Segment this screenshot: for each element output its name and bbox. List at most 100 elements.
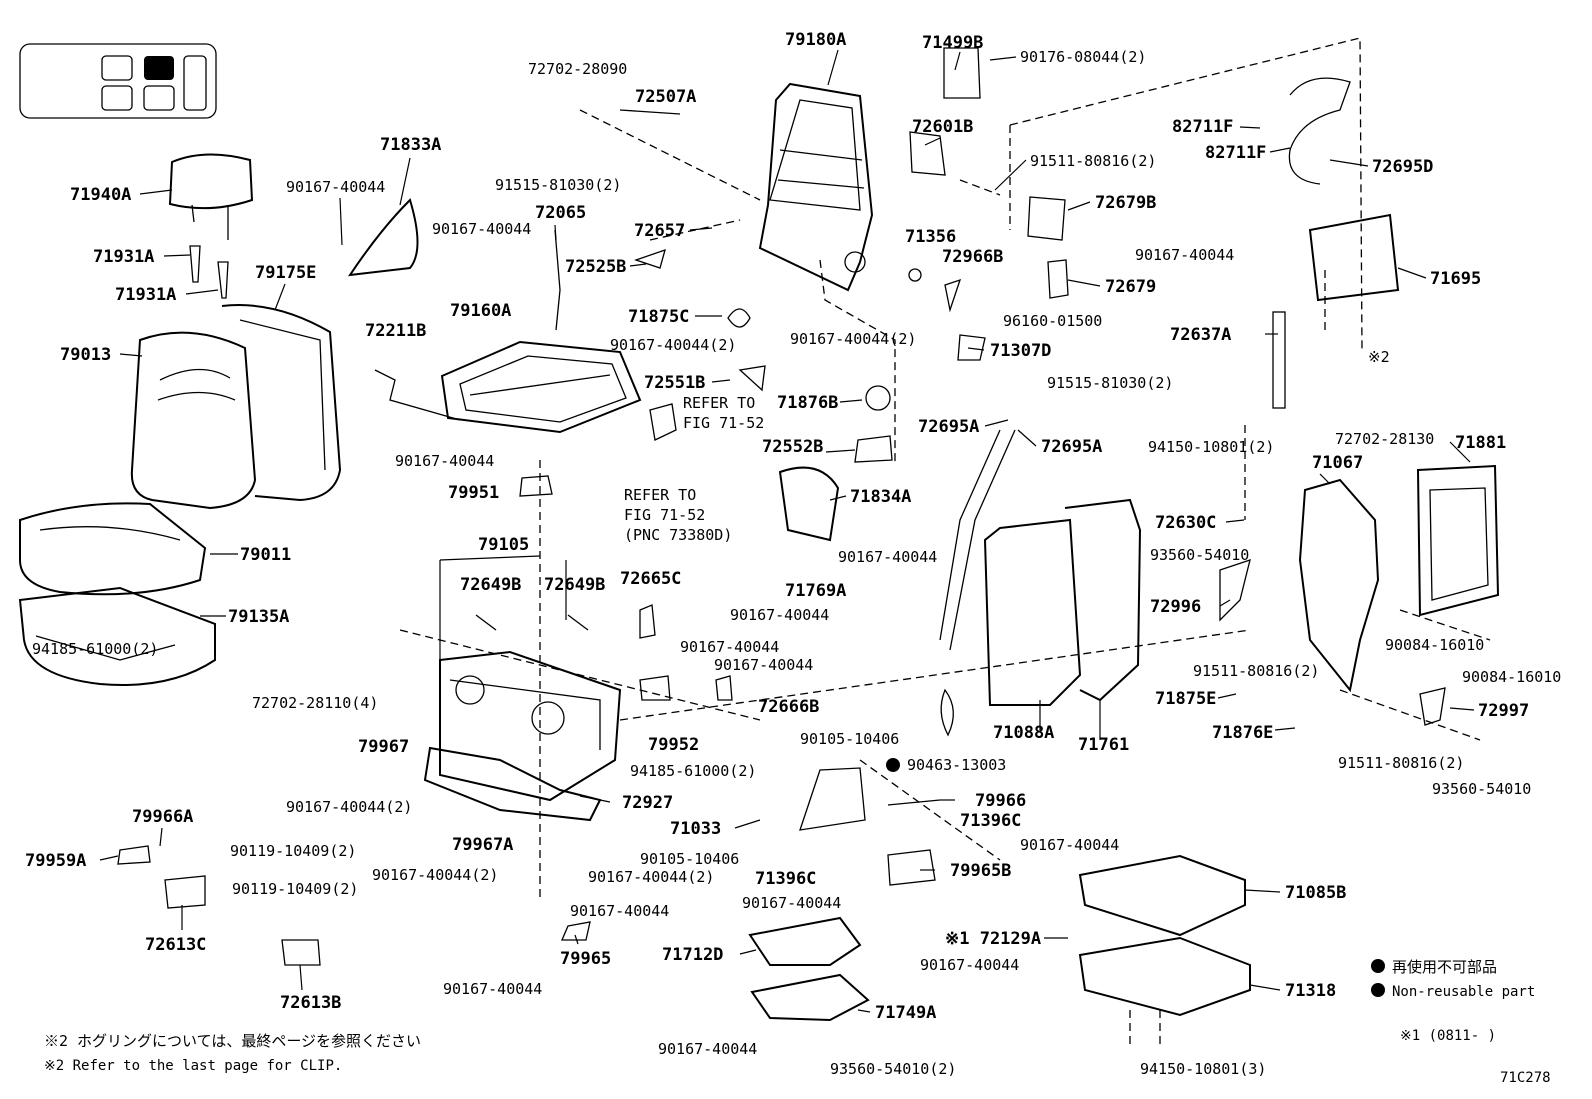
label-72552B: 72552B: [762, 437, 823, 457]
label-72613C: 72613C: [145, 935, 206, 955]
seat-position-indicator: [19, 43, 217, 119]
footnotes: ※2 ホグリングについては、最終ページを参照ください ※2 Refer to t…: [44, 1032, 421, 1074]
label-90167-40044-i: 90167-40044: [680, 638, 779, 656]
label-79160A: 79160A: [450, 301, 511, 321]
label-72129A: ※1 72129A: [945, 929, 1041, 949]
label-94150-10801-2: 94150-10801(3): [1140, 1060, 1266, 1078]
label-91511-80816-3: 91511-80816(2): [1338, 754, 1464, 772]
label-79959A: 79959A: [25, 851, 86, 871]
lower-cover-drawing: [748, 916, 870, 1022]
label-72601B: 72601B: [912, 117, 973, 137]
label-79135A: 79135A: [228, 607, 289, 627]
label-71875E: 71875E: [1155, 689, 1216, 709]
ref-text-1: REFER TO: [683, 394, 755, 412]
label-72065: 72065: [535, 203, 586, 223]
label-71695: 71695: [1430, 269, 1481, 289]
label-72679: 72679: [1105, 277, 1156, 297]
label-79175E: 79175E: [255, 263, 316, 283]
label-71931A-2: 71931A: [115, 285, 176, 305]
label-90167-40044-j: 90167-40044: [714, 656, 813, 674]
label-71876E: 71876E: [1212, 723, 1273, 743]
label-71833A: 71833A: [380, 135, 441, 155]
label-90167-40044-g: 90167-40044: [838, 548, 937, 566]
label-79105: 79105: [478, 535, 529, 555]
label-93560-54010-2: 93560-54010: [1432, 780, 1531, 798]
label-71067: 71067: [1312, 453, 1363, 473]
label-94150-10801-1: 94150-10801(2): [1148, 438, 1274, 456]
small-parts-drawing: [117, 47, 1446, 966]
label-72211B: 72211B: [365, 321, 426, 341]
headrest-drawing: [168, 153, 254, 299]
label-71396C-1: 71396C: [960, 811, 1021, 831]
label-72657: 72657: [634, 221, 685, 241]
label-91515-81030-b: 91515-81030(2): [1047, 374, 1173, 392]
label-72966B: 72966B: [942, 247, 1003, 267]
label-91511-80816-1: 91511-80816(2): [1030, 152, 1156, 170]
seat-adjuster-drawing: [423, 650, 622, 822]
label-79011: 79011: [240, 545, 291, 565]
label-72702-28110: 72702-28110(4): [252, 694, 378, 712]
label-90167-40044-r: 90167-40044: [443, 980, 542, 998]
diagram-id: 71C278: [1500, 1070, 1551, 1086]
label-90167-40044-h: 90167-40044: [730, 606, 829, 624]
cushion-pad-drawing: [1078, 854, 1251, 1017]
label-71769A: 71769A: [785, 581, 846, 601]
label-71876B: 71876B: [777, 393, 838, 413]
legend: 再使用不可部品 Non-reusable part ※1 (0811- ) 71…: [1392, 958, 1551, 1086]
label-90167-40044-q: 90167-40044: [920, 956, 1019, 974]
label-71499B: 71499B: [922, 33, 983, 53]
footnote-en: ※2 Refer to the last page for CLIP.: [44, 1058, 342, 1074]
ref-text-2c: (PNC 73380D): [624, 526, 732, 544]
label-90167-40044-n: 90167-40044(2): [588, 868, 714, 886]
seat-cushion-drawing: [18, 502, 216, 686]
clip-mark: ※2: [1368, 348, 1390, 366]
label-79952: 79952: [648, 735, 699, 755]
label-72525B: 72525B: [565, 257, 626, 277]
label-71088A: 71088A: [993, 723, 1054, 743]
label-71356: 71356: [905, 227, 956, 247]
label-90167-40044-k: 90167-40044(2): [286, 798, 412, 816]
label-79951: 79951: [448, 483, 499, 503]
label-71940A: 71940A: [70, 185, 131, 205]
seat-back-frame-drawing: [758, 82, 874, 292]
label-90119-10409-1: 90119-10409(2): [230, 842, 356, 860]
label-82711F-2: 82711F: [1205, 143, 1266, 163]
label-72702-28090: 72702-28090: [528, 60, 627, 78]
label-90167-40044-e: 90167-40044(2): [790, 330, 916, 348]
label-71761: 71761: [1078, 735, 1129, 755]
label-71085B: 71085B: [1285, 883, 1346, 903]
label-94185-61000-1: 94185-61000(2): [32, 640, 158, 658]
label-72997: 72997: [1478, 701, 1529, 721]
label-72679B: 72679B: [1095, 193, 1156, 213]
label-72649B-2: 72649B: [544, 575, 605, 595]
label-71931A-1: 71931A: [93, 247, 154, 267]
label-79180A: 79180A: [785, 30, 846, 50]
label-90167-40044-o: 90167-40044: [742, 894, 841, 912]
label-72551B: 72551B: [644, 373, 705, 393]
label-72927: 72927: [622, 793, 673, 813]
label-90105-10406-1: 90105-10406: [800, 730, 899, 748]
label-90105-10406-2: 90105-10406: [640, 850, 739, 868]
legend-mark1: ※1 (0811- ): [1400, 1028, 1496, 1044]
label-71318: 71318: [1285, 981, 1336, 1001]
legend-en: Non-reusable part: [1392, 984, 1535, 1000]
label-93560-54010-1: 93560-54010: [1150, 546, 1249, 564]
label-72996: 72996: [1150, 597, 1201, 617]
footnote-jp: ※2 ホグリングについては、最終ページを参照ください: [44, 1032, 421, 1050]
label-90463-13003: 90463-13003: [907, 756, 1006, 774]
part-labels: 79180A 71499B 90176-08044(2) 72702-28090…: [25, 30, 1561, 1078]
label-72613B: 72613B: [280, 993, 341, 1013]
ref-text-1b: FIG 71-52: [683, 414, 764, 432]
label-96160-01500: 96160-01500: [1003, 312, 1102, 330]
label-90167-40044-c: 90167-40044: [1135, 246, 1234, 264]
label-72649B-1: 72649B: [460, 575, 521, 595]
label-90167-40044-f: 90167-40044: [395, 452, 494, 470]
label-79013: 79013: [60, 345, 111, 365]
label-72702-28130: 72702-28130: [1335, 430, 1434, 448]
label-90167-40044-d: 90167-40044(2): [610, 336, 736, 354]
label-72666B: 72666B: [758, 697, 819, 717]
assembly-dashed-lines: [399, 37, 1491, 1045]
label-79966A: 79966A: [132, 807, 193, 827]
label-90176-08044: 90176-08044(2): [1020, 48, 1146, 66]
